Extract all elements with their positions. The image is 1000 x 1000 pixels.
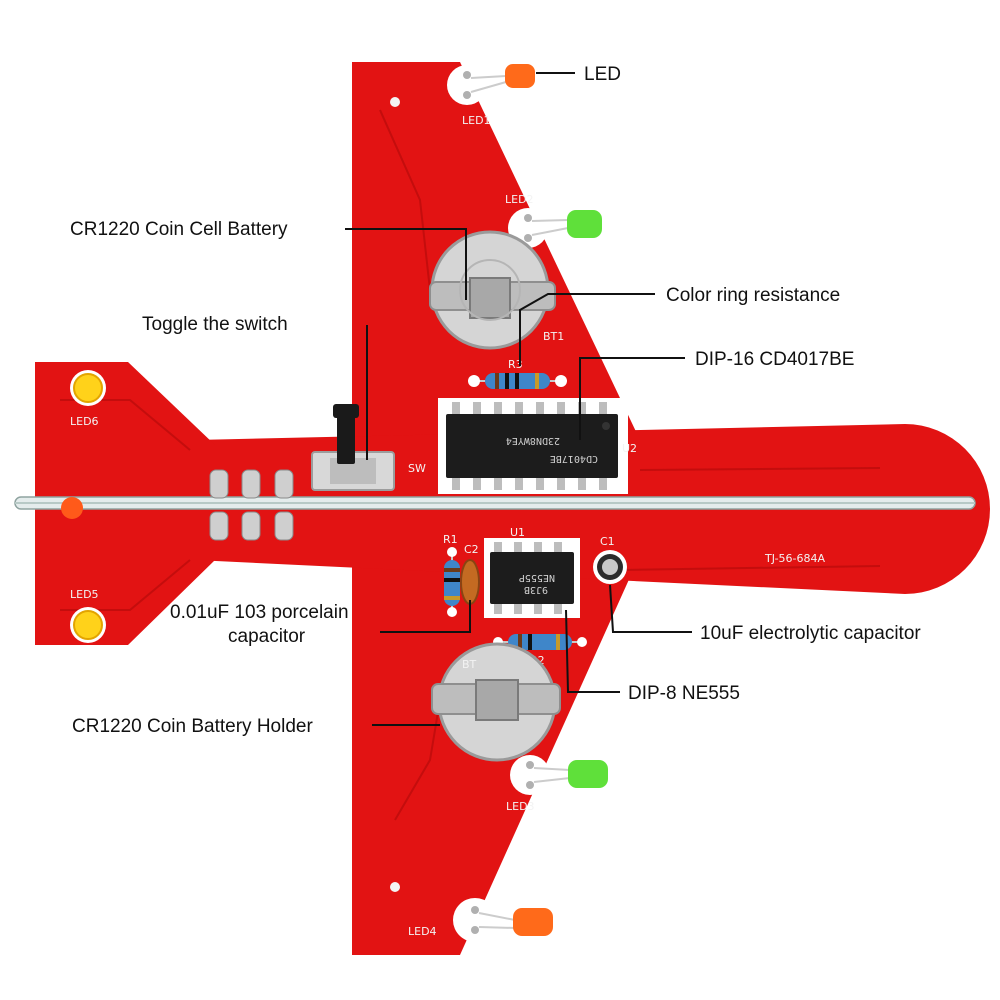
mounting-hole [390,882,400,892]
bt-coin-battery-holder [431,642,561,762]
callout-dip8: DIP-8 NE555 [628,683,740,704]
board-id: TJ-56-684A [764,552,826,565]
led5-label: LED5 [70,588,99,601]
callout-porcelain-cap-line1: 0.01uF 103 porcelain [170,602,349,623]
led3-label: LED3 [506,800,535,813]
tail-led-red [61,497,83,519]
r1-label: R1 [443,533,458,546]
led6-label: LED6 [70,415,99,428]
led3 [510,755,608,795]
leader-lines [345,72,692,726]
callout-dip16: DIP-16 CD4017BE [695,349,854,370]
led2-label: LED2 [505,193,534,206]
led1 [447,64,535,105]
led4 [453,898,553,942]
callout-led: LED [584,64,621,85]
r1-resistor [444,547,460,617]
led4-label: LED4 [408,925,437,938]
led5 [70,607,106,643]
callout-color-ring-resistance: Color ring resistance [666,285,840,306]
wire-rod [14,496,976,519]
callout-coin-cell-battery: CR1220 Coin Cell Battery [70,219,288,240]
c2-label: C2 [464,543,479,556]
c2-porcelain-capacitor [460,559,480,605]
tail-solder-pads [209,469,294,541]
callout-battery-holder: CR1220 Coin Battery Holder [72,716,313,737]
u1-marking-2: 9J3B [524,584,548,595]
led1-label: LED1 [462,114,491,127]
u1-label: U1 [510,526,525,539]
u2-marking-2: CD4017BE [550,453,598,464]
u2-marking-1: 23DN8WYE4 [506,435,560,446]
c1-label: C1 [600,535,615,548]
callout-toggle-switch: Toggle the switch [142,314,288,335]
u2-dip16-chip [438,398,628,494]
sw-label: SW [408,462,426,475]
mounting-hole [390,97,400,107]
r3-label: R3 [508,358,523,371]
toggle-switch [311,404,395,491]
bt1-label: BT1 [543,330,564,343]
u1-marking-1: NE555P [519,572,555,583]
c1-electrolytic-capacitor [593,550,627,584]
u1-dip8-chip [484,538,580,618]
bt-label: BT [462,658,477,671]
led6 [70,370,106,406]
callout-electrolytic-cap: 10uF electrolytic capacitor [700,623,921,644]
callout-porcelain-cap-line2: capacitor [228,626,306,647]
u2-label: U2 [622,442,637,455]
r3-resistor [468,373,567,389]
